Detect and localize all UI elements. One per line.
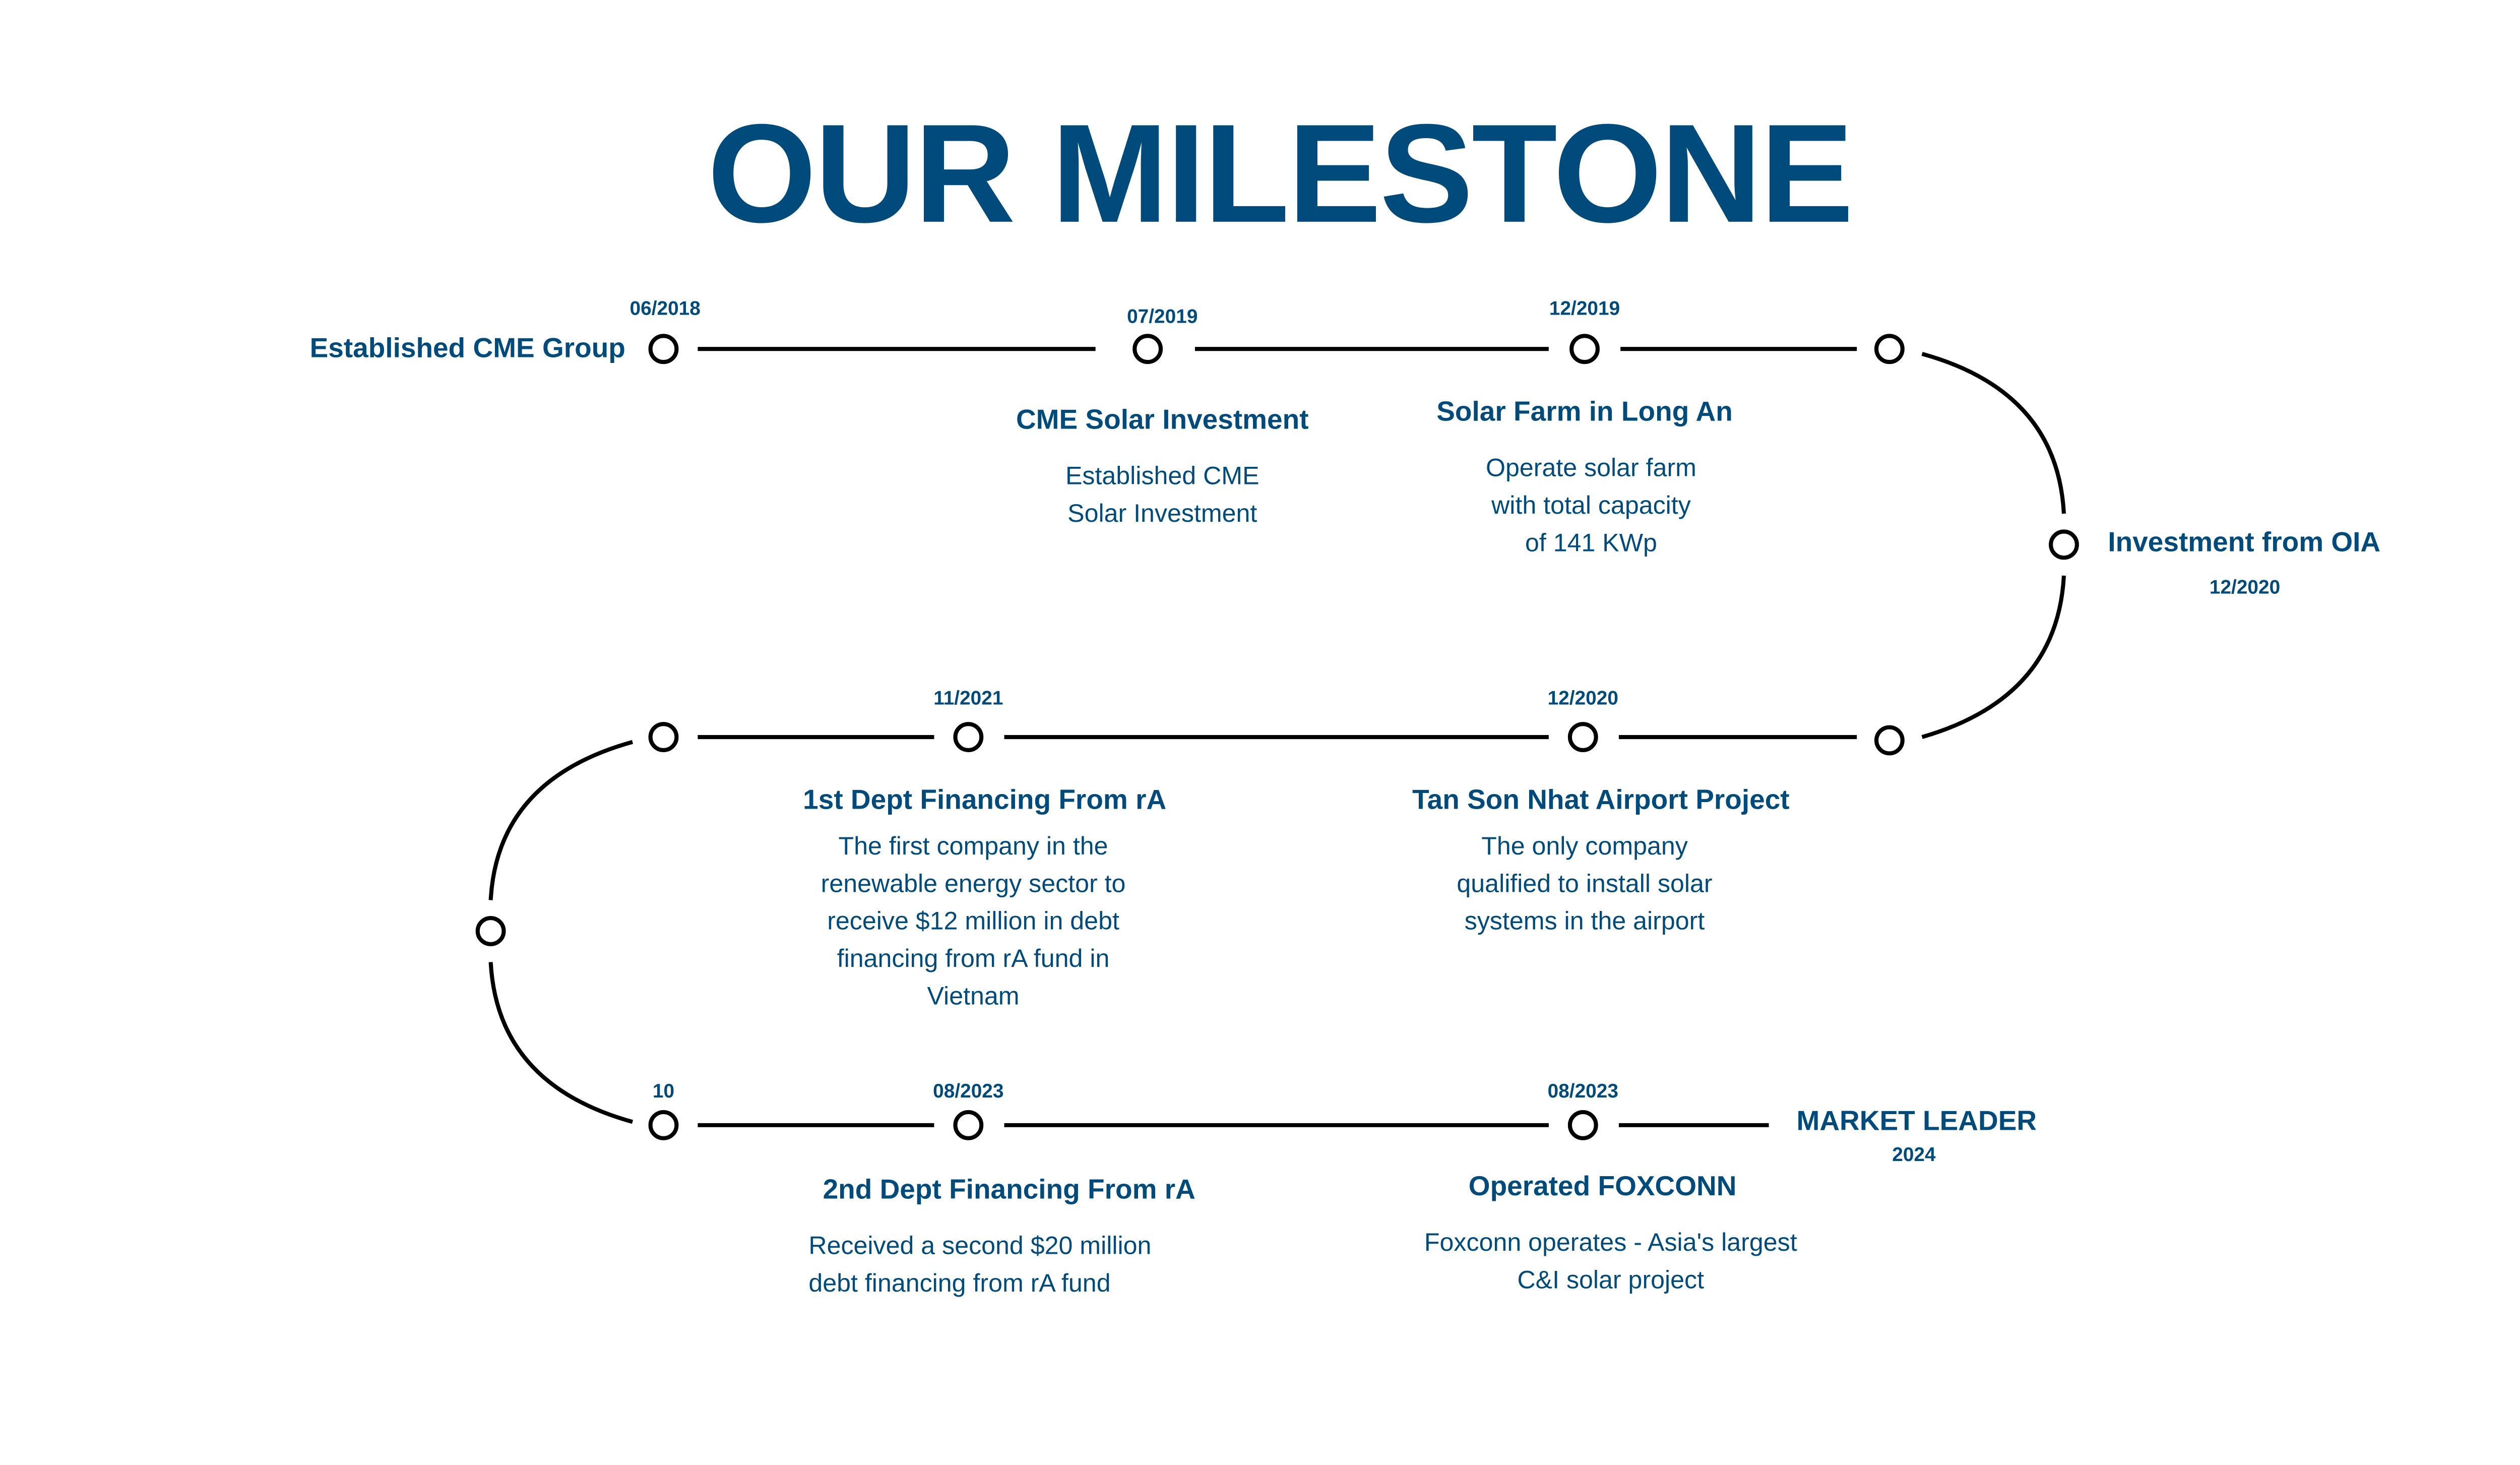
description-line: Solar Investment [1067, 501, 1257, 529]
description-line: receive $12 million in debt [827, 908, 1119, 936]
milestone-heading: CME Solar Investment [1016, 404, 1309, 436]
description-line: Vietnam [927, 983, 1020, 1011]
milestone-date: 08/2023 [1547, 1079, 1618, 1103]
description-line: The first company in the [838, 833, 1108, 861]
description-line: debt financing from rA fund [808, 1270, 1111, 1298]
timeline-lines [488, 347, 2066, 1127]
milestone-date: 06/2018 [629, 296, 701, 320]
milestone-description: Operate solar farm with total capacity o… [1412, 450, 1771, 563]
description-line: Received a second $20 million [808, 1233, 1152, 1261]
description-line: systems in the airport [1464, 908, 1705, 936]
page-title: OUR MILESTONE [707, 96, 1854, 253]
description-line: Established CME [1065, 463, 1259, 491]
milestone-description: The first company in the renewable energ… [778, 828, 1169, 1016]
description-line: with total capacity [1491, 492, 1691, 520]
description-line: financing from rA fund in [837, 946, 1110, 974]
milestone-description: The only company qualified to install so… [1389, 828, 1780, 941]
description-line: of 141 KWp [1525, 530, 1657, 558]
milestone-heading: 1st Dept Financing From rA [803, 784, 1167, 816]
description-line: Operate solar farm [1485, 455, 1696, 483]
milestone-date: 12/2020 [2209, 575, 2281, 599]
milestone-heading: Investment from OIA [2108, 526, 2381, 558]
description-line: The only company [1481, 833, 1688, 861]
milestone-heading: Established CME Group [309, 332, 625, 364]
description-line: C&I solar project [1517, 1267, 1705, 1295]
milestone-heading: Solar Farm in Long An [1436, 396, 1733, 428]
milestone-date: 11/2021 [933, 686, 1003, 710]
description-line: renewable energy sector to [821, 871, 1126, 899]
milestone-description: Foxconn operates - Asia's largest C&I so… [1382, 1225, 1839, 1300]
milestone-date: 10 [652, 1079, 675, 1103]
milestone-date: 2024 [1892, 1143, 1936, 1166]
description-line: qualified to install solar [1457, 871, 1713, 899]
milestone-description: Received a second $20 million debt finan… [808, 1228, 1232, 1303]
milestone-date: 12/2020 [1547, 686, 1618, 710]
milestone-heading: MARKET LEADER [1796, 1106, 2037, 1137]
milestone-heading: Tan Son Nhat Airport Project [1412, 784, 1790, 816]
milestone-date: 07/2019 [1127, 304, 1198, 328]
description-line: Foxconn operates - Asia's largest [1424, 1229, 1797, 1257]
milestone-description: Established CME Solar Investment [999, 458, 1326, 533]
timeline-nodes [475, 334, 2079, 1140]
milestone-heading: Operated FOXCONN [1468, 1171, 1737, 1202]
milestone-heading: 2nd Dept Financing From rA [823, 1174, 1195, 1205]
milestone-date: 08/2023 [933, 1079, 1004, 1103]
milestone-date: 12/2019 [1549, 296, 1620, 320]
